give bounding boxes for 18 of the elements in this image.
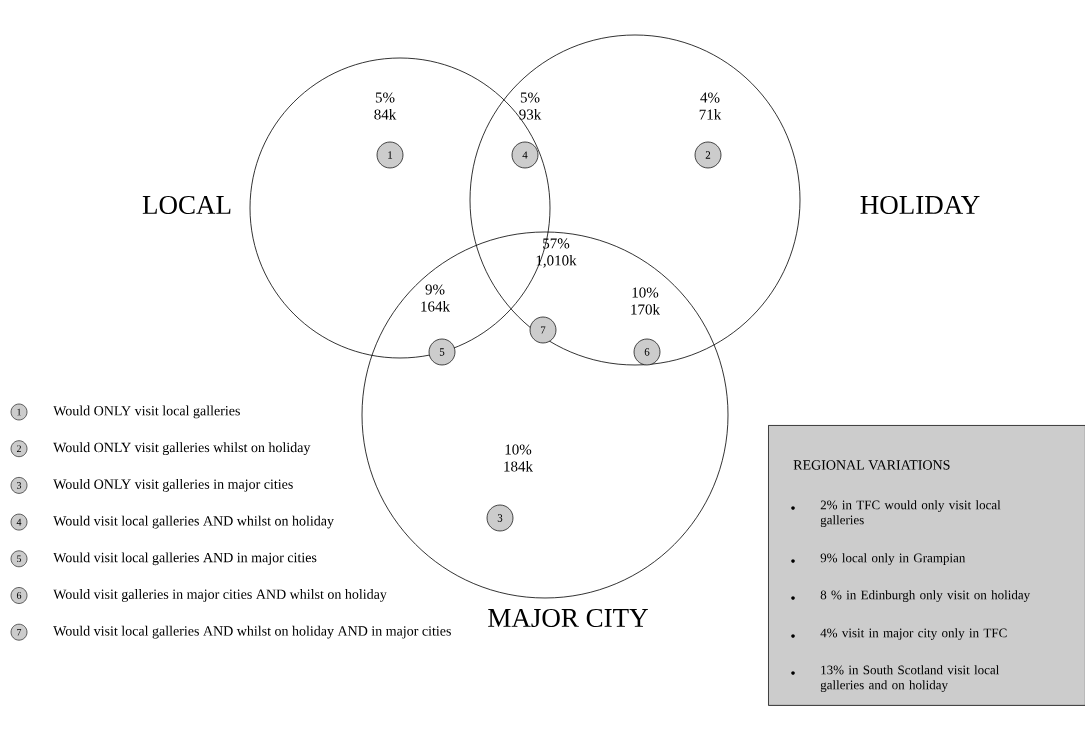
key-description: Would ONLY visit local galleries xyxy=(53,405,240,419)
key-description: Would visit local galleries AND whilst on holiday xyxy=(53,515,334,529)
percentage-label: 5% 84k xyxy=(374,92,397,120)
set-label: HOLIDAY xyxy=(860,195,980,215)
notes-panel: REGIONAL VARIATIONS 2% in TFC would only visit local galleries 9% local only in Grampian 8 % in Edinburgh only visit on holiday 4% visit in major city only in TFC 13% in South Scotland visit local galleries and on holiday xyxy=(768,425,1085,706)
set-label: MAJOR CITY xyxy=(488,608,648,628)
key-description: Would visit local galleries AND whilst on holiday AND in major cities xyxy=(53,625,451,639)
percentage-label: 57% 1,010k xyxy=(536,238,577,268)
percentage-label: 10% 170k xyxy=(631,287,660,315)
key-description: Would visit galleries in major cities AND whilst on holiday xyxy=(53,589,387,602)
percentage-label: 5% 93k xyxy=(519,92,542,120)
set-label: LOCAL xyxy=(142,195,231,215)
key-description: Would ONLY visit galleries in major cities xyxy=(53,479,293,492)
key-description: Would visit local galleries AND in major cities xyxy=(53,552,317,566)
percentage-label: 9% 164k xyxy=(421,284,450,312)
key-description: Would ONLY visit galleries whilst on holiday xyxy=(53,442,311,456)
percentage-label: 4% 71k xyxy=(699,92,722,120)
percentage-label: 10% 184k xyxy=(504,444,533,472)
